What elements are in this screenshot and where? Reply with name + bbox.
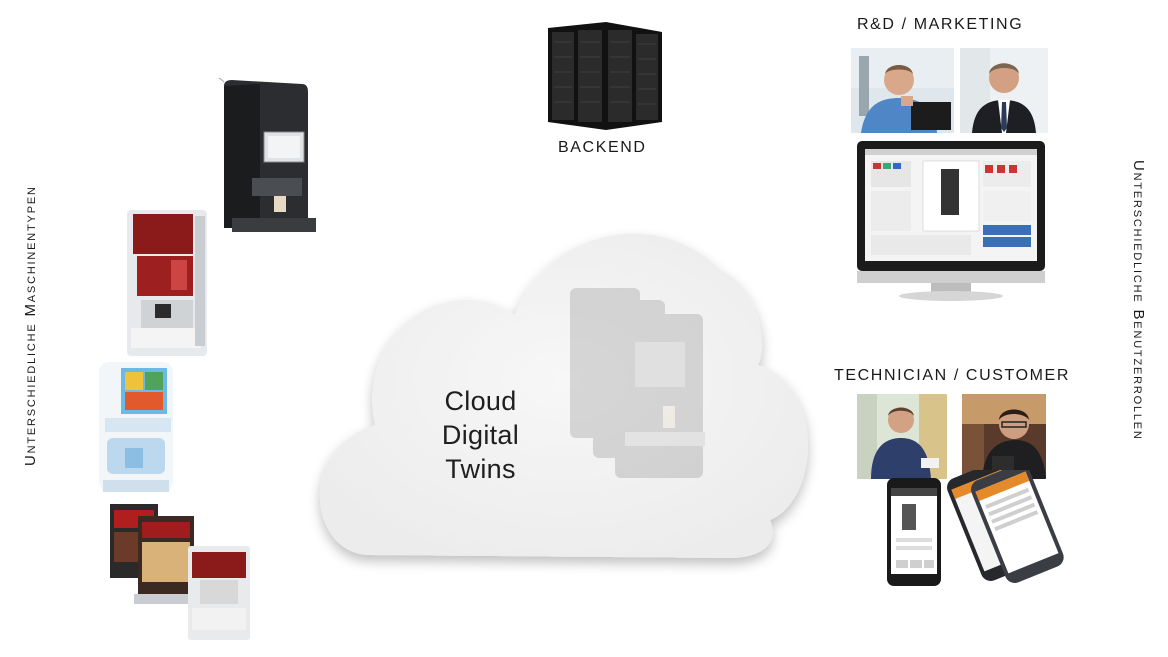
cloud-shape: [319, 233, 808, 558]
cloud-title: Cloud Digital Twins: [428, 384, 533, 486]
machine-types-label: Unterschiedliche Maschinentypen: [22, 185, 39, 466]
cloud-line-2: Digital: [441, 420, 520, 450]
cloud-machines-ghost: [570, 288, 705, 478]
technician-photo: [857, 394, 947, 479]
machine-juice-dispenser: [99, 362, 173, 492]
server-rack-icon: [548, 22, 662, 130]
technician-customer-label: TECHNICIAN / CUSTOMER: [834, 367, 1070, 384]
smartphone-icon: [887, 470, 1064, 586]
machine-nescafe-group: [110, 504, 250, 640]
engineer-photo: [851, 48, 954, 133]
rnd-marketing-label: R&D / MARKETING: [857, 16, 1024, 33]
businessman-photo: [960, 48, 1048, 133]
customer-photo: [962, 394, 1046, 479]
cloud-line-1: Cloud: [444, 386, 517, 416]
backend-label: BACKEND: [558, 139, 647, 156]
monitor-icon: [857, 141, 1045, 301]
user-roles-label: Unterschiedliche Benutzerrollen: [1130, 159, 1147, 441]
machine-nescafe-alegria-red: [127, 210, 207, 356]
cloud-line-3: Twins: [445, 454, 516, 484]
machine-black-touchscreen: [216, 78, 316, 232]
